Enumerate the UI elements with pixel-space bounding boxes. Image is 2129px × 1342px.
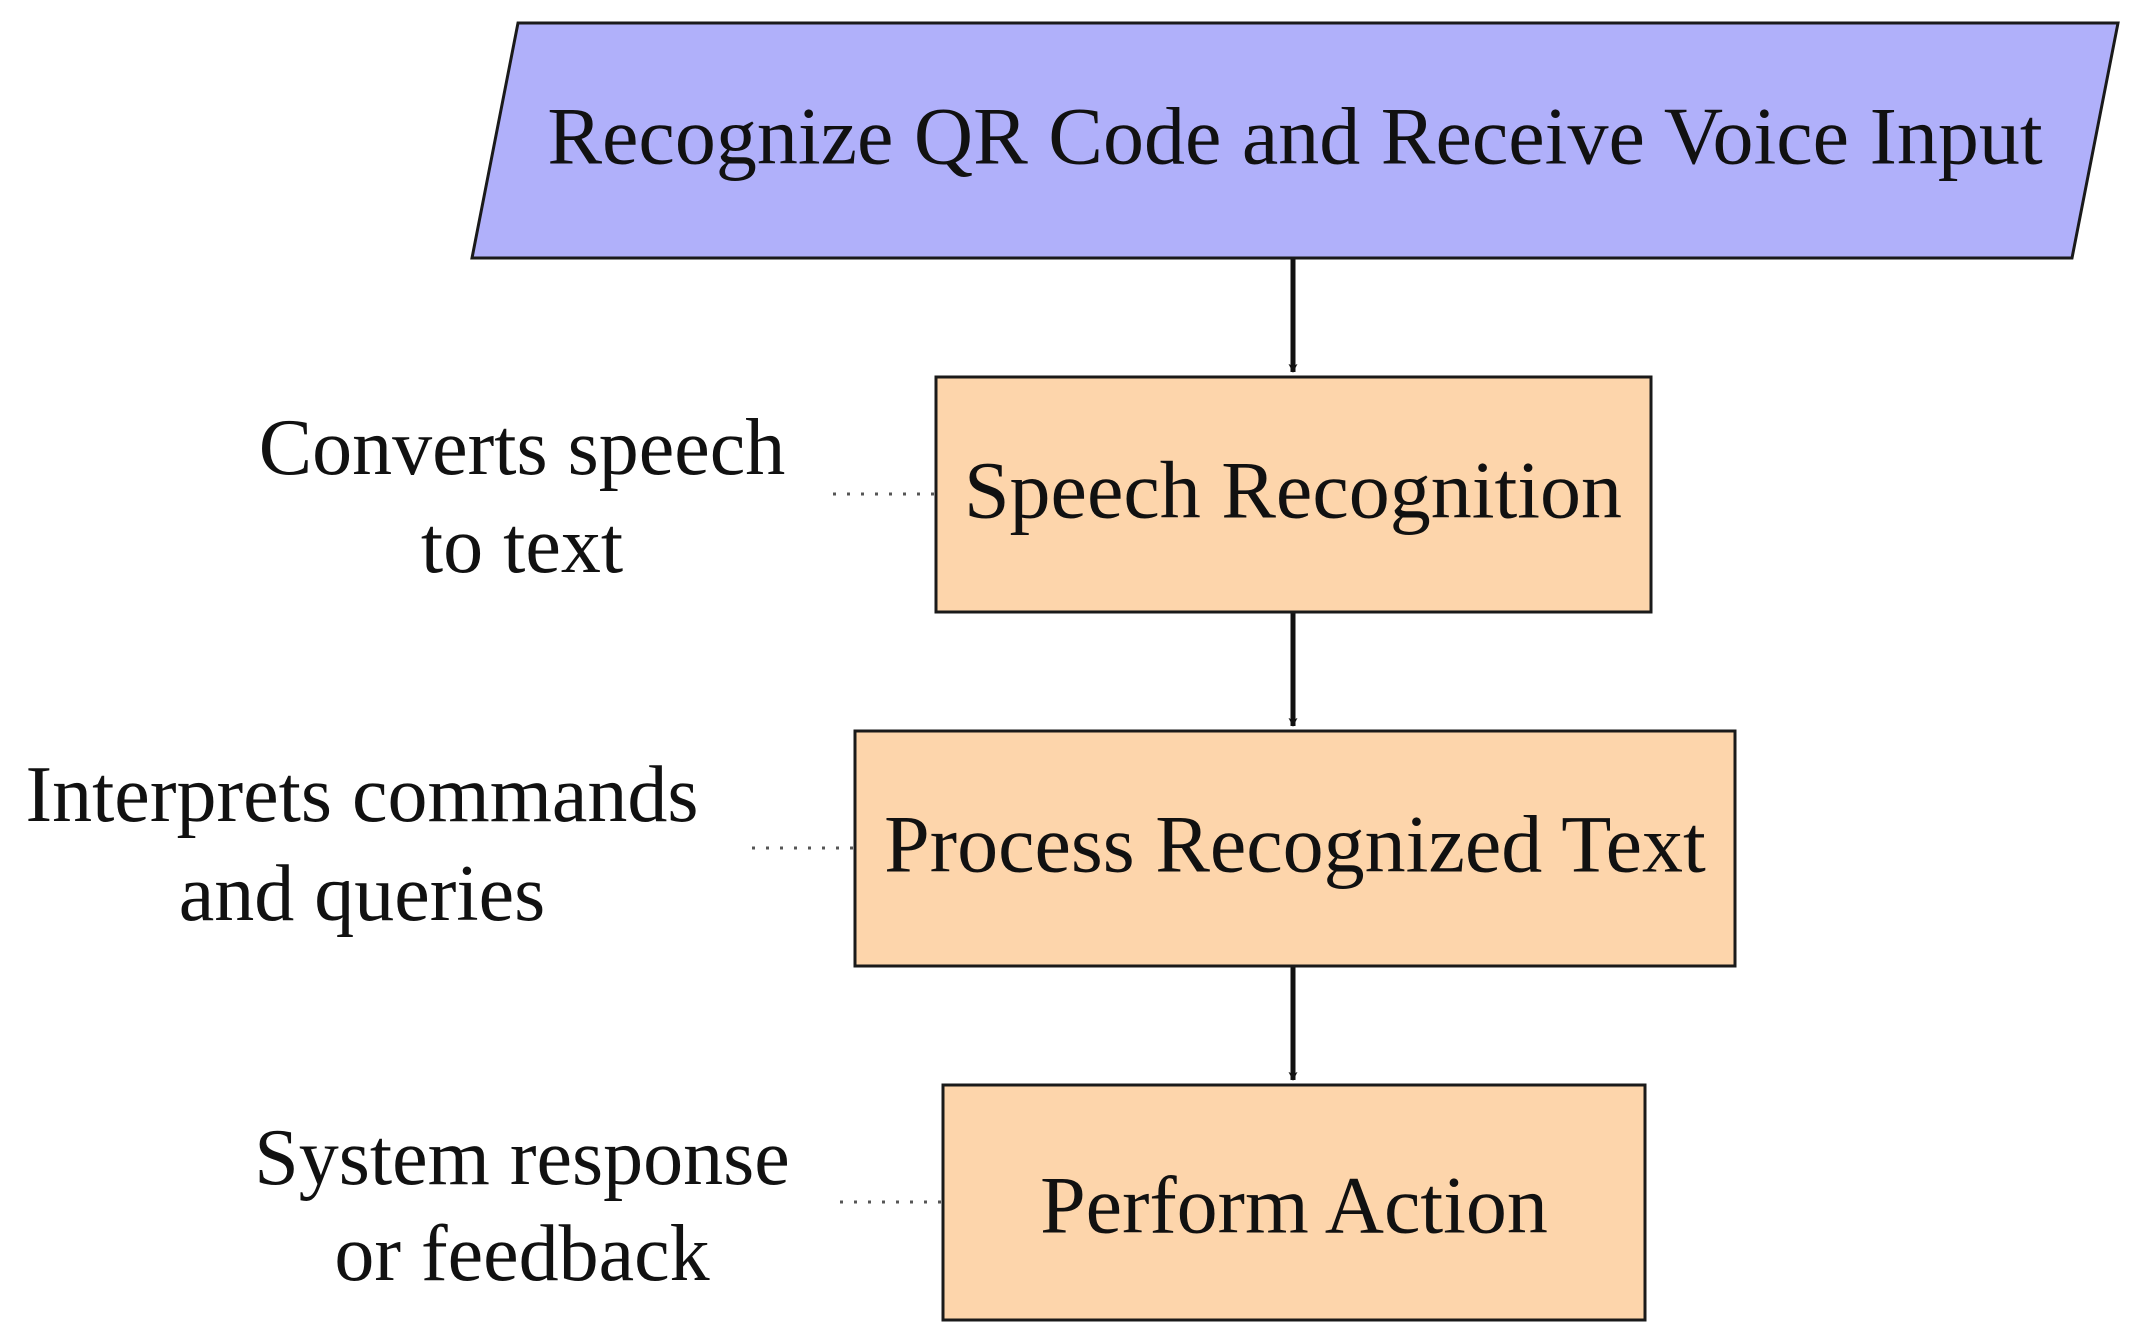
note-speech-line-1: Converts speech xyxy=(259,404,786,492)
note-action-line-2: or feedback xyxy=(334,1210,709,1298)
node-speech-label: Speech Recognition xyxy=(964,445,1622,536)
note-process-line-2: and queries xyxy=(179,850,546,938)
node-action-shape xyxy=(941,1083,1647,1322)
node-input-shape xyxy=(470,21,2120,260)
note-process: Interprets commands and queries xyxy=(25,751,855,938)
node-process: Process Recognized Text xyxy=(853,729,1737,968)
node-action-label: Perform Action xyxy=(1040,1160,1548,1251)
note-process-line-1: Interprets commands xyxy=(25,751,698,839)
note-action: System response or feedback xyxy=(254,1114,943,1298)
node-process-shape xyxy=(853,729,1737,968)
note-speech-line-2: to text xyxy=(421,502,623,590)
node-speech-shape xyxy=(934,375,1653,614)
note-action-line-1: System response xyxy=(254,1114,790,1202)
node-action: Perform Action xyxy=(941,1083,1647,1322)
node-speech: Speech Recognition xyxy=(934,375,1653,614)
node-input: Recognize QR Code and Receive Voice Inpu… xyxy=(470,21,2120,260)
note-speech: Converts speech to text xyxy=(259,404,936,590)
node-process-label: Process Recognized Text xyxy=(884,799,1706,890)
node-input-label: Recognize QR Code and Receive Voice Inpu… xyxy=(547,91,2043,182)
